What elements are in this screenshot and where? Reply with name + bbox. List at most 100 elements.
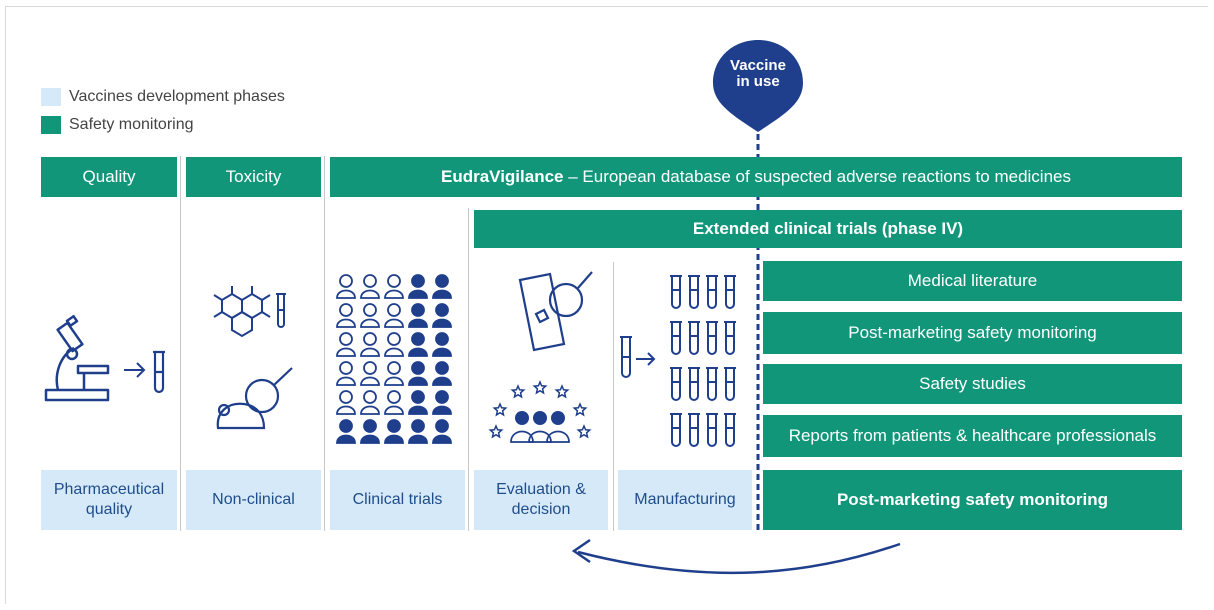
person-icon — [432, 361, 452, 386]
column-divider — [468, 208, 469, 531]
person-icon — [408, 274, 428, 299]
person-icon — [384, 274, 404, 299]
microscope-icon — [44, 314, 110, 402]
expert-icon — [546, 411, 570, 443]
test-tube-icon — [620, 336, 656, 378]
person-icon — [432, 332, 452, 357]
legend-label-development: Vaccines development phases — [69, 88, 285, 105]
star-icon — [488, 424, 504, 439]
test-tube-icon — [688, 321, 700, 355]
pin-label-line2: in use — [736, 73, 780, 90]
test-tube-icon — [670, 275, 682, 309]
person-icon — [432, 419, 452, 444]
source-label: Medical literature — [907, 271, 1038, 290]
star-icon — [492, 402, 508, 417]
person-icon — [360, 303, 380, 328]
person-icon — [408, 419, 428, 444]
legend-swatch-development — [41, 88, 61, 106]
legend-item-development: Vaccines development phases — [41, 88, 285, 106]
test-tube-icon — [153, 350, 165, 394]
person-icon — [384, 419, 404, 444]
person-icon — [408, 361, 428, 386]
phase-post-marketing: Post-marketing safety monitoring — [763, 470, 1182, 530]
person-icon — [384, 390, 404, 415]
pin-label-line1: Vaccine — [730, 57, 786, 74]
legend-item-safety: Safety monitoring — [41, 116, 194, 134]
frame — [5, 6, 1208, 604]
person-icon — [336, 274, 356, 299]
eudravigilance-description: – European database of suspected adverse… — [563, 167, 1071, 186]
test-tube-icon — [724, 367, 736, 401]
vaccine-in-use-pin — [713, 40, 803, 132]
quality-bar-label: Quality — [82, 167, 136, 186]
source-label: Reports from patients & healthcare profe… — [788, 426, 1157, 445]
phase-label: Clinical trials — [352, 491, 443, 508]
experts-stars-icon — [488, 380, 592, 443]
test-tube-icon — [688, 275, 700, 309]
person-icon — [360, 361, 380, 386]
people-grid-icon — [336, 274, 452, 444]
phase-label: Pharmaceutical quality — [53, 481, 165, 518]
test-tube-icon — [688, 367, 700, 401]
person-icon — [408, 332, 428, 357]
extended-trials-label: Extended clinical trials (phase IV) — [692, 219, 964, 238]
star-icon — [572, 402, 588, 417]
source-post-marketing: Post-marketing safety monitoring — [763, 312, 1182, 354]
person-icon — [384, 303, 404, 328]
arrow-right-icon — [124, 362, 146, 378]
toxicity-bar-label: Toxicity — [225, 167, 282, 186]
column-divider — [613, 262, 614, 531]
person-icon — [336, 361, 356, 386]
quality-bar: Quality — [41, 157, 177, 197]
column-divider — [324, 156, 325, 531]
person-icon — [336, 303, 356, 328]
phase-evaluation-decision: Evaluation & decision — [474, 470, 608, 530]
mouse-magnifier-icon — [216, 367, 293, 430]
source-reports: Reports from patients & healthcare profe… — [763, 415, 1182, 457]
phase-label: Evaluation & decision — [496, 481, 586, 518]
star-icon — [532, 380, 548, 395]
test-tube-icon — [724, 413, 736, 447]
person-icon — [360, 419, 380, 444]
pin-label: Vaccine in use — [710, 58, 806, 90]
person-icon — [336, 419, 356, 444]
vaccine-in-use-dashed-line — [756, 134, 760, 532]
phase-label: Non-clinical — [212, 491, 295, 508]
eudravigilance-bar: EudraVigilance – European database of su… — [330, 157, 1182, 197]
person-icon — [384, 332, 404, 357]
toxicity-bar: Toxicity — [186, 157, 321, 197]
star-icon — [576, 424, 592, 439]
test-tube-icon — [724, 321, 736, 355]
test-tube-icon — [706, 413, 718, 447]
test-tube-icon — [670, 413, 682, 447]
test-tube-icon — [670, 321, 682, 355]
test-tube-icon — [276, 293, 286, 328]
phase-non-clinical: Non-clinical — [186, 470, 321, 530]
source-medical-literature: Medical literature — [763, 261, 1182, 301]
document-magnifier-icon — [518, 271, 593, 352]
star-icon — [510, 384, 526, 399]
person-icon — [408, 303, 428, 328]
test-tube-icon — [706, 367, 718, 401]
phase-clinical-trials: Clinical trials — [330, 470, 465, 530]
test-tube-icon — [706, 321, 718, 355]
person-icon — [432, 390, 452, 415]
source-safety-studies: Safety studies — [763, 364, 1182, 404]
person-icon — [336, 332, 356, 357]
legend-label-safety: Safety monitoring — [69, 116, 194, 133]
test-tube-icon — [706, 275, 718, 309]
eudravigilance-bold-label: EudraVigilance — [440, 167, 564, 186]
phase-pharmaceutical-quality: Pharmaceutical quality — [41, 470, 177, 530]
molecule-icon — [213, 286, 271, 338]
feedback-arrow-icon — [571, 538, 901, 575]
column-divider — [180, 156, 181, 531]
person-icon — [336, 390, 356, 415]
phase-label: Manufacturing — [634, 491, 736, 508]
legend-swatch-safety — [41, 116, 61, 134]
person-icon — [432, 274, 452, 299]
source-label: Safety studies — [919, 374, 1026, 393]
extended-trials-bar: Extended clinical trials (phase IV) — [474, 210, 1182, 248]
test-tube-rack-icon — [670, 275, 736, 447]
person-icon — [432, 303, 452, 328]
star-icon — [554, 384, 570, 399]
